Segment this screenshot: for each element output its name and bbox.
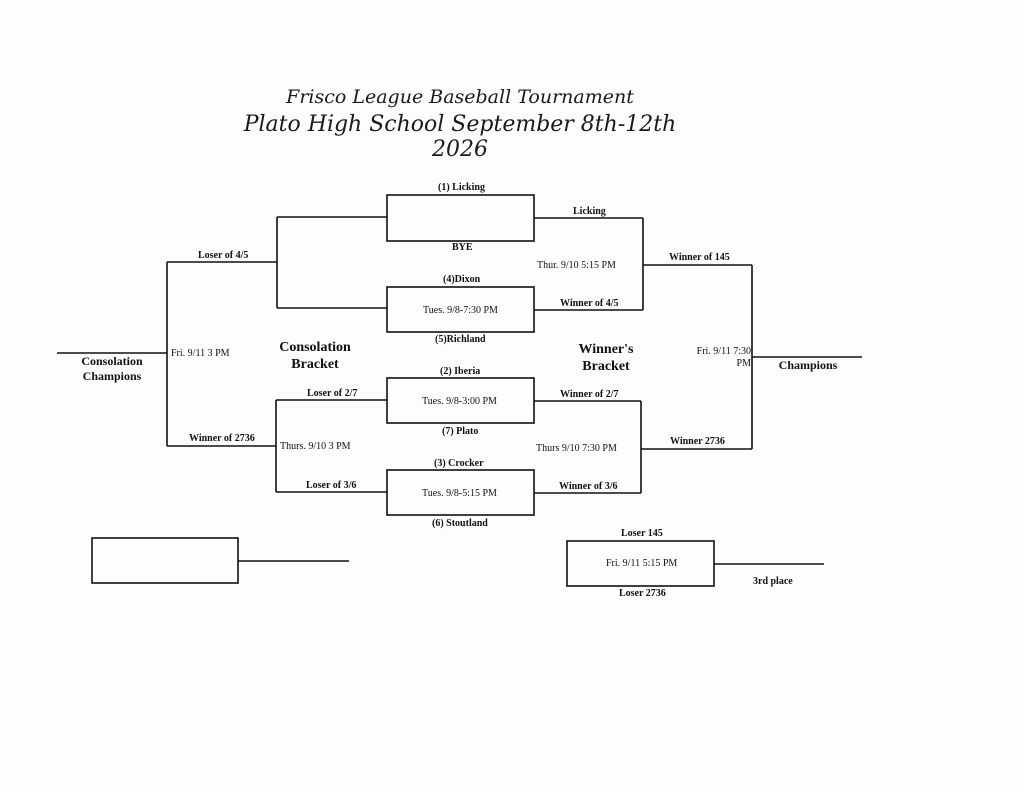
blank-box xyxy=(91,537,239,584)
wsf-upper-time: Thur. 9/10 5:15 PM xyxy=(537,260,616,271)
qf4-top-team: (3) Crocker xyxy=(434,458,484,469)
third-top: Loser 145 xyxy=(621,528,663,539)
winners-bracket-label: Winner's Bracket xyxy=(578,342,634,374)
qf3-time: Tues. 9/8-3:00 PM xyxy=(422,396,497,407)
consolation-champions-label: Consolation Champions xyxy=(81,354,143,383)
consolation-bracket-label: Consolation Bracket xyxy=(279,340,351,372)
qf1-box xyxy=(386,194,535,242)
wsf-upper-top: Licking xyxy=(573,206,606,217)
wf-bottom: Winner 2736 xyxy=(670,436,725,447)
wsf-upper-bottom: Winner of 4/5 xyxy=(560,298,619,309)
qf1-top-team: (1) Licking xyxy=(438,182,485,193)
cf-bottom: Winner of 2736 xyxy=(189,433,255,444)
qf2-time: Tues. 9/8-7:30 PM xyxy=(423,305,498,316)
wf-top: Winner of 145 xyxy=(669,252,730,263)
qf4-time: Tues. 9/8-5:15 PM xyxy=(422,488,497,499)
cf-time: Fri. 9/11 3 PM xyxy=(171,348,230,359)
qf3-top-team: (2) Iberia xyxy=(440,366,481,377)
third-place-label: 3rd place xyxy=(753,576,793,587)
wf-time: Fri. 9/11 7:30 PM xyxy=(696,346,751,369)
qf4-bottom-team: (6) Stoutland xyxy=(432,518,488,529)
wsf-lower-top: Winner of 2/7 xyxy=(560,389,619,400)
wsf-lower-time: Thurs 9/10 7:30 PM xyxy=(536,443,617,454)
champions-label: Champions xyxy=(778,358,838,372)
third-bottom: Loser 2736 xyxy=(619,588,666,599)
csf-time: Thurs. 9/10 3 PM xyxy=(280,441,351,452)
cf-top: Loser of 4/5 xyxy=(198,250,249,261)
tournament-subtitle: Plato High School September 8th-12th 202… xyxy=(243,112,677,162)
wsf-lower-bottom: Winner of 3/6 xyxy=(559,481,618,492)
qf2-top-team: (4)Dixon xyxy=(443,274,481,285)
tournament-title: Frisco League Baseball Tournament xyxy=(286,86,634,108)
third-time: Fri. 9/11 5:15 PM xyxy=(606,558,678,569)
csf-top: Loser of 2/7 xyxy=(307,388,358,399)
qf3-bottom-team: (7) Plato xyxy=(442,426,479,437)
csf-bottom: Loser of 3/6 xyxy=(306,480,357,491)
qf2-bottom-team: (5)Richland xyxy=(435,334,486,345)
qf1-bottom-team: BYE xyxy=(452,242,473,253)
